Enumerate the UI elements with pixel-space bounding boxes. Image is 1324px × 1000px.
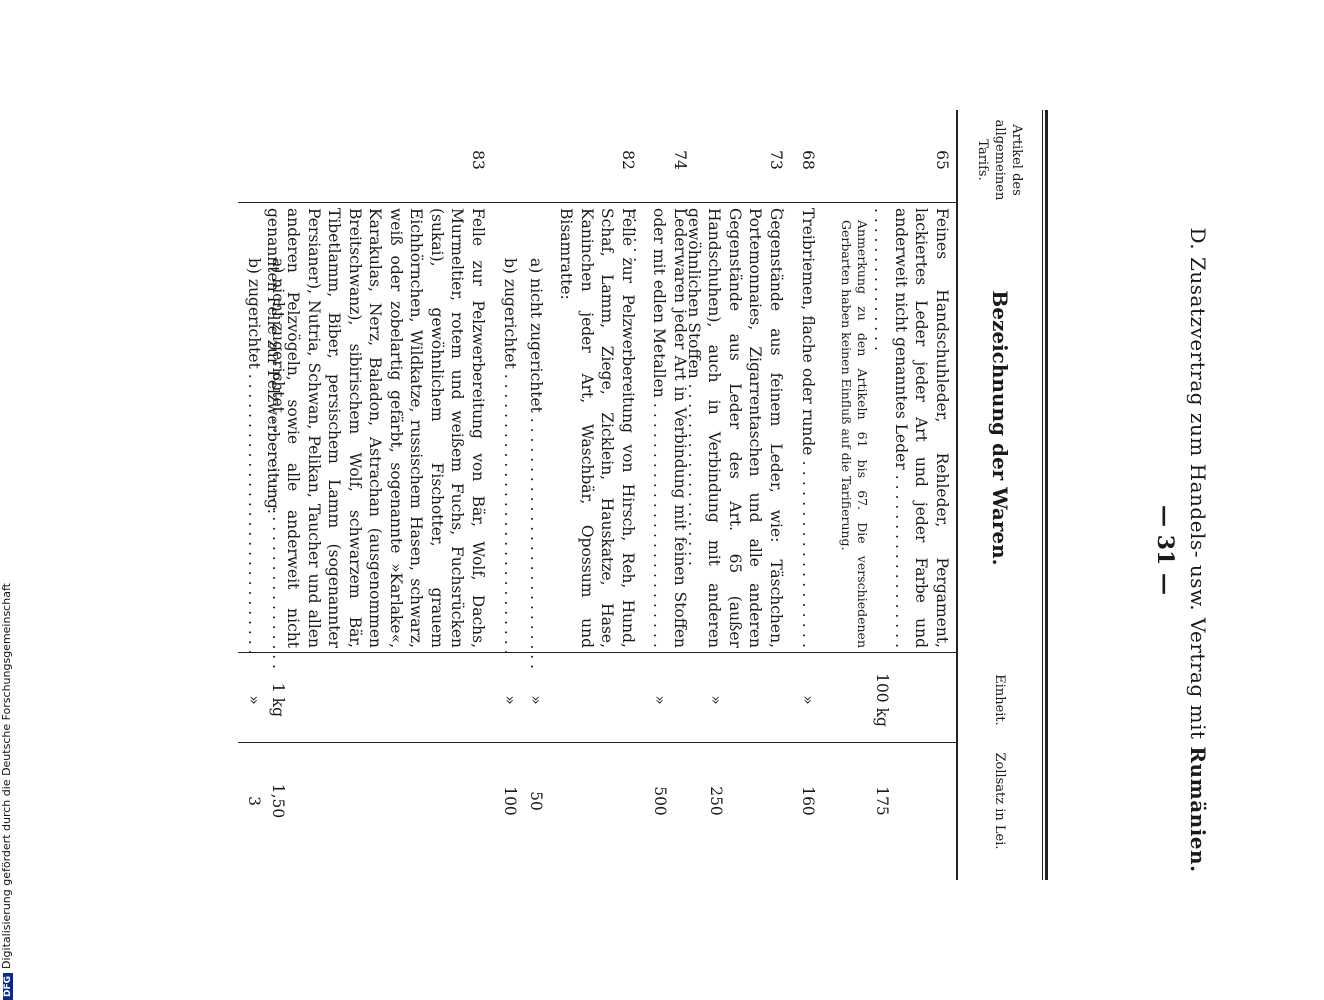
dfg-logo: DFG (3, 972, 13, 1000)
item-unit: » (651, 695, 669, 705)
item-unit: 1 kg (269, 682, 287, 718)
credit-text: Digitalisierung gefördert durch die Deut… (0, 583, 13, 969)
item-unit: » (501, 695, 519, 705)
item-description: Feines Handschuhleder, Rehleder, Pergame… (871, 208, 952, 648)
item-unit: » (707, 695, 725, 705)
row-description-block: Feines Handschuhleder, Rehleder, Pergame… (838, 208, 952, 648)
table-top-rule (1042, 110, 1048, 880)
item-rate: 100 (501, 786, 519, 816)
item-rate: 50 (527, 791, 545, 811)
column-header-rate: Zollsatz in Lei. (992, 752, 1008, 850)
item-rate: 3 (245, 796, 263, 806)
header-title: D. Zusatzvertrag zum Handels- usw. Vertr… (1186, 227, 1210, 740)
item-unit: 100 kg (873, 673, 891, 727)
article-number: 83 (469, 150, 487, 170)
sub-item-a: a) nicht zugerichtet . . . . . . . . . .… (527, 258, 545, 670)
item-rate: 1,50 (269, 783, 287, 819)
item-unit: » (799, 695, 817, 705)
column-divider-description (238, 652, 958, 653)
article-number: 73 (767, 150, 785, 170)
header-country: Rumänien. (1186, 746, 1210, 873)
item-rate: 500 (651, 786, 669, 816)
item-unit: » (527, 695, 545, 705)
column-header-unit: Einheit. (992, 674, 1008, 726)
column-divider-unit (238, 742, 958, 743)
sub-item-b: b) zugerichtet . . . . . . . . . . . . .… (245, 258, 263, 655)
page-number: — 31 — (1152, 505, 1178, 595)
tariff-table: Artikel des allgemeinen Tarifs. Bezeichn… (200, 110, 1060, 880)
digitization-credit: DFG Digitalisierung gefördert durch die D… (0, 583, 13, 1000)
item-rate: 175 (873, 786, 891, 816)
item-description: Felle zur Pelzwerbereitung von Hirsch, R… (557, 208, 638, 648)
article-number: 82 (619, 150, 637, 170)
item-rate: 160 (799, 786, 817, 816)
item-description: Felle zur Pelzwerbereitung von Bär, Wolf… (264, 208, 487, 648)
column-header-article: Artikel des allgemeinen Tarifs. (975, 119, 1025, 201)
article-number: 65 (933, 150, 951, 170)
running-header: D. Zusatzvertrag zum Handels- usw. Vertr… (1186, 110, 1210, 990)
column-header-description: Bezeichnung der Waren. (988, 290, 1013, 566)
item-description: Gegenstände aus feinem Leder, wie: Täsch… (685, 208, 785, 648)
header-separator-rule (956, 110, 958, 880)
item-rate: 250 (707, 786, 725, 816)
sub-item-b: b) zugerichtet . . . . . . . . . . . . .… (501, 258, 519, 655)
item-unit: » (245, 695, 263, 705)
article-number: 68 (799, 150, 817, 170)
rotated-document-page: D. Zusatzvertrag zum Handels- usw. Vertr… (120, 110, 1210, 990)
column-divider-article (238, 202, 958, 203)
article-number: 74 (671, 150, 689, 170)
sub-item-a: a) nicht zugerichtet . . . . . . . . . .… (269, 258, 287, 670)
item-note: Anmerkung zu den Artikeln 61 bis 67. Die… (839, 220, 870, 648)
